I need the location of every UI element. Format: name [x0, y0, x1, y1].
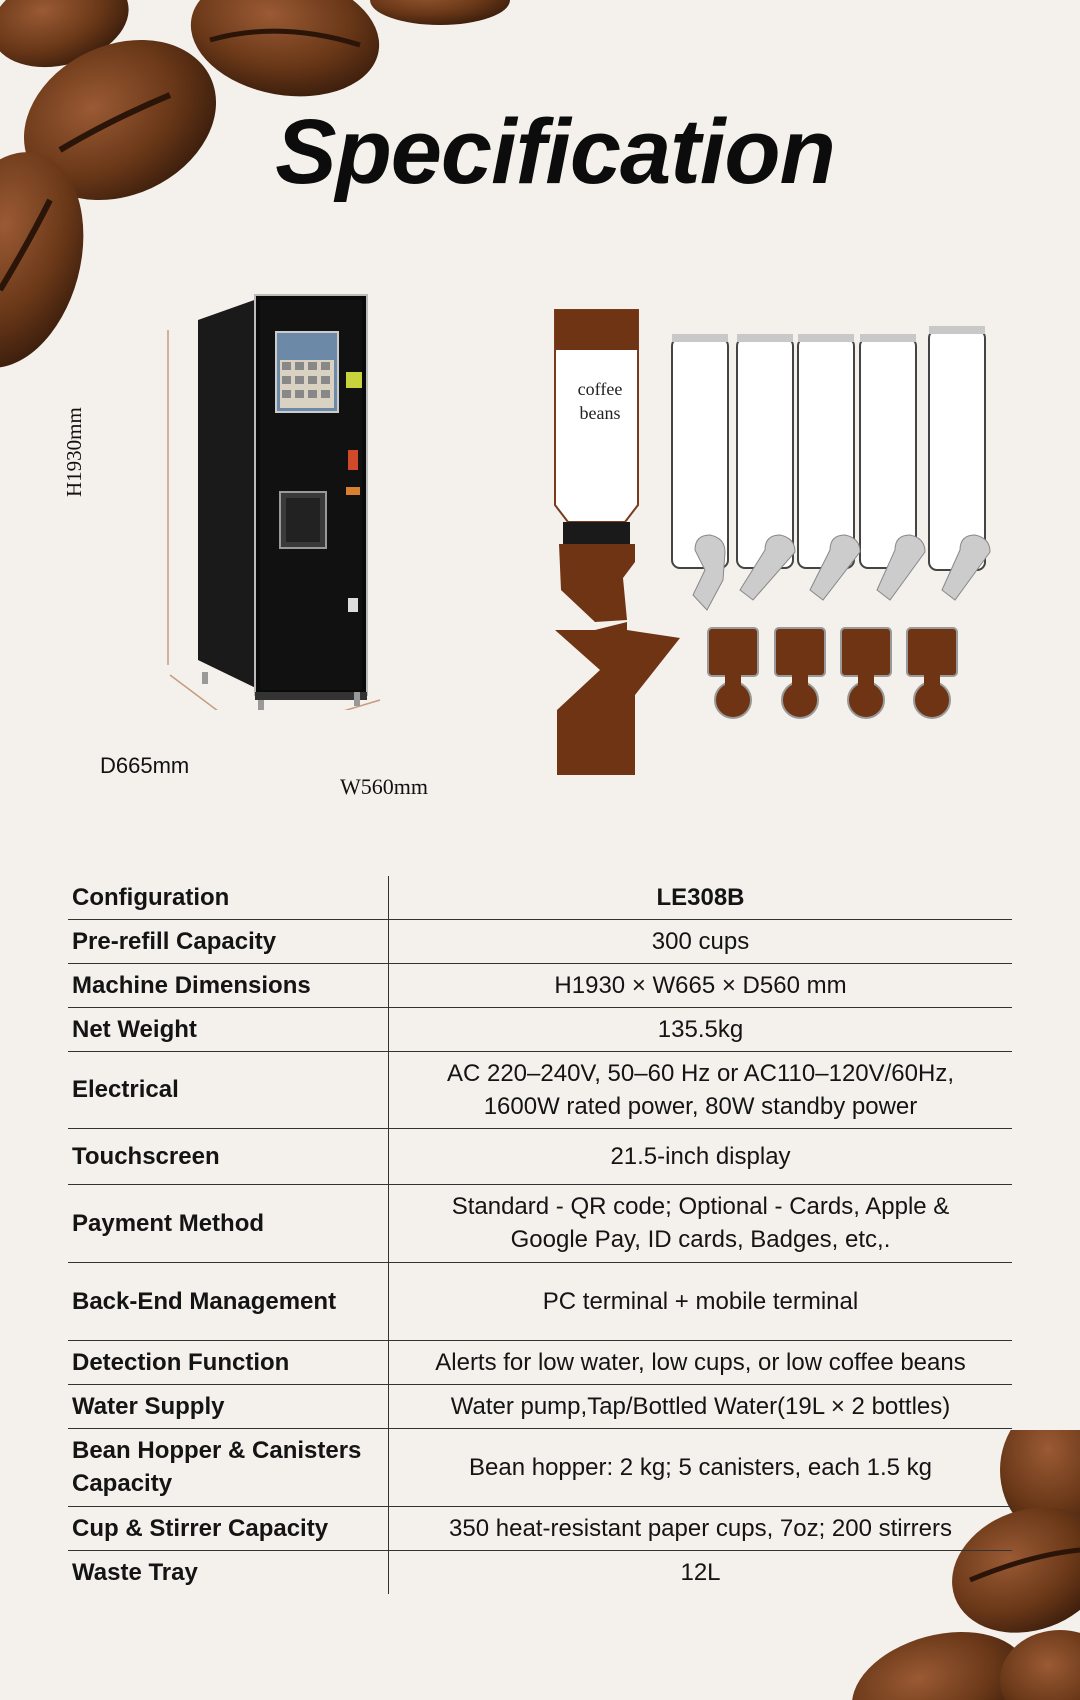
spec-label: Net Weight: [68, 1007, 389, 1052]
spec-value: Standard - QR code; Optional - Cards, Ap…: [388, 1184, 1012, 1263]
table-row: Electrical AC 220–240V, 50–60 Hz or AC11…: [68, 1051, 1012, 1129]
spec-value: PC terminal + mobile terminal: [388, 1262, 1012, 1341]
spec-value-line: AC 220–240V, 50–60 Hz or AC110–120V/60Hz…: [446, 1059, 955, 1087]
vending-machine-image: [167, 294, 381, 710]
spec-value-line: 1600W rated power, 80W standby power: [483, 1092, 918, 1120]
table-row: Net Weight 135.5kg: [68, 1007, 1012, 1052]
mixing-bowls: [707, 627, 958, 677]
table-row: Machine Dimensions H1930 × W665 × D560 m…: [68, 963, 1012, 1008]
spec-value: Bean hopper: 2 kg; 5 canisters, each 1.5…: [388, 1428, 1012, 1507]
table-row: Payment Method Standard - QR code; Optio…: [68, 1184, 1012, 1263]
specification-table: Configuration LE308B Pre-refill Capacity…: [68, 876, 1012, 1594]
table-row: Cup & Stirrer Capacity 350 heat-resistan…: [68, 1506, 1012, 1551]
canisters: [671, 329, 986, 571]
table-row: Pre-refill Capacity 300 cups: [68, 919, 1012, 964]
spec-label: Configuration: [68, 876, 389, 920]
table-row: Back-End Management PC terminal + mobile…: [68, 1262, 1012, 1341]
hopper-label-line1: coffee: [578, 379, 623, 399]
spec-label: Machine Dimensions: [68, 963, 389, 1008]
width-dimension-label: W560mm: [340, 774, 428, 799]
height-dimension-label: H1930mm: [62, 407, 86, 497]
spec-label: Electrical: [68, 1051, 389, 1129]
spec-value: LE308B: [388, 876, 1012, 920]
spec-value: 135.5kg: [388, 1007, 1012, 1052]
spec-label-line: Bean Hopper & Canisters: [72, 1437, 362, 1464]
table-row: Detection Function Alerts for low water,…: [68, 1340, 1012, 1385]
spec-label: Pre-refill Capacity: [68, 919, 389, 964]
spec-value: Alerts for low water, low cups, or low c…: [388, 1340, 1012, 1385]
spec-value: 350 heat-resistant paper cups, 7oz; 200 …: [388, 1506, 1012, 1551]
spec-label: Touchscreen: [68, 1128, 389, 1185]
table-row: Waste Tray 12L: [68, 1550, 1012, 1594]
spec-label: Bean Hopper & Canisters Capacity: [68, 1428, 389, 1507]
table-row: Water Supply Water pump,Tap/Bottled Wate…: [68, 1384, 1012, 1429]
spec-label: Cup & Stirrer Capacity: [68, 1506, 389, 1551]
spec-value: AC 220–240V, 50–60 Hz or AC110–120V/60Hz…: [388, 1051, 1012, 1129]
spec-label: Waste Tray: [68, 1550, 389, 1594]
coffee-beans-bottom-right-decoration: [851, 1430, 1080, 1700]
depth-dimension-label: D665mm: [100, 753, 190, 778]
spec-value: 12L: [680, 1558, 721, 1586]
coffee-system-diagram: coffee beans: [554, 309, 991, 775]
spec-label: Detection Function: [68, 1340, 389, 1385]
table-row: Bean Hopper & Canisters Capacity Bean ho…: [68, 1428, 1012, 1507]
spec-value: Water pump,Tap/Bottled Water(19L × 2 bot…: [388, 1384, 1012, 1429]
spec-label: Back-End Management: [68, 1262, 389, 1341]
spec-label: Water Supply: [68, 1384, 389, 1429]
spec-label: Payment Method: [68, 1184, 389, 1263]
coffee-beans-top-left-decoration: [0, 0, 510, 368]
spec-value: 300 cups: [388, 919, 1012, 964]
spec-value: H1930 × W665 × D560 mm: [388, 963, 1012, 1008]
spec-value-line: Google Pay, ID cards, Badges, etc,.: [510, 1226, 891, 1253]
spec-value: 21.5-inch display: [388, 1128, 1012, 1185]
hopper-label-line2: beans: [580, 403, 621, 423]
spec-value-line: Standard - QR code; Optional - Cards, Ap…: [451, 1193, 950, 1220]
table-row: Configuration LE308B: [68, 876, 1012, 920]
page-title: Specification: [275, 101, 836, 203]
table-row: Touchscreen 21.5-inch display: [68, 1128, 1012, 1185]
spec-label-line: Capacity: [72, 1470, 173, 1497]
